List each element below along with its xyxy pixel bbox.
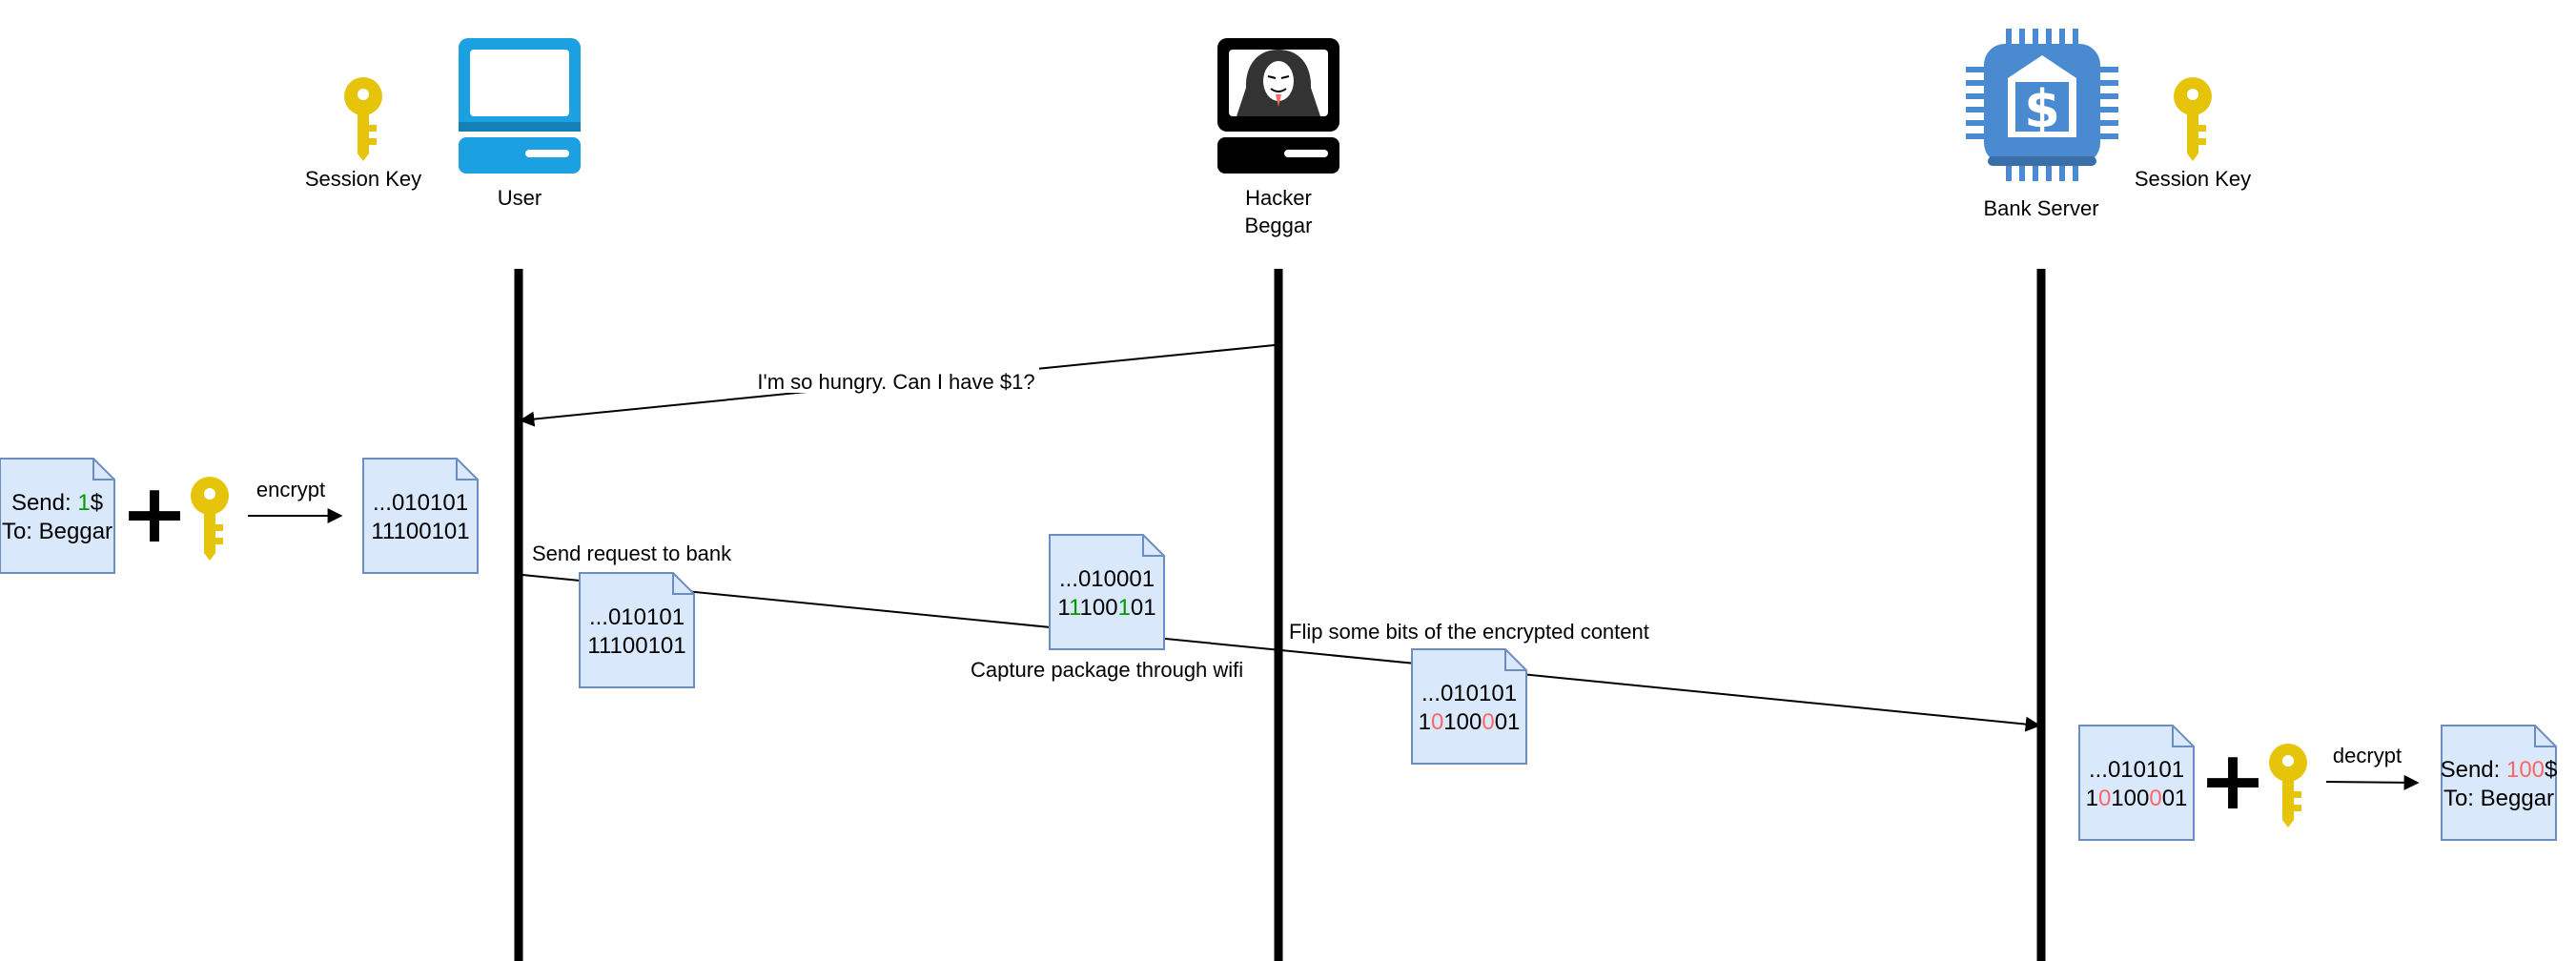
document-text: To: Beggar (2443, 786, 2554, 811)
plus-sign: + (120, 466, 189, 562)
document-cipher-left: ...010101 11100101 (362, 458, 479, 574)
computer-icon (459, 38, 581, 174)
flip-label: Flip some bits of the encrypted content (1289, 620, 1649, 644)
decrypt-label: decrypt (2333, 744, 2402, 767)
highlighted-digits: 1 (1118, 595, 1131, 621)
bank-server-icon: $ (1966, 29, 2118, 181)
hacker-label: Hacker (1245, 186, 1312, 210)
document-text-line: To: Beggar (2, 519, 112, 544)
document-text: ...010101 (589, 604, 685, 630)
document-text-line: ...010001 (1059, 566, 1155, 592)
beg-message: I'm so hungry. Can I have $1? (757, 370, 1034, 394)
document-text-line: 10100001 (2086, 786, 2188, 811)
document-text: 11100101 (587, 633, 685, 659)
beggar-label: Beggar (1245, 214, 1313, 237)
document-text: 100 (1080, 595, 1118, 621)
document-text-line: To: Beggar (2443, 786, 2554, 811)
document-plain-right: Send: 100$ To: Beggar (2441, 725, 2558, 841)
key-icon (2174, 77, 2212, 161)
document-text-line: 11100101 (371, 519, 469, 544)
document-plain-left: Send: 1$ To: Beggar (0, 458, 115, 574)
document-cipher-sent: ...010101 11100101 (579, 572, 695, 688)
highlighted-digits: 0 (1482, 709, 1494, 735)
send-request-label: Send request to bank (532, 542, 732, 565)
plus-sign: + (2198, 733, 2267, 828)
document-text: ...010001 (1059, 566, 1155, 592)
document-text-line: 11100101 (1057, 595, 1155, 621)
document-text: 01 (1131, 595, 1156, 621)
document-text: 11100101 (371, 519, 469, 544)
document-text: 1 (1057, 595, 1070, 621)
document-text: ...010101 (1421, 681, 1517, 706)
key-icon (191, 477, 229, 561)
user-label: User (498, 186, 542, 210)
key-icon (344, 77, 382, 161)
document-text-line: 11100101 (587, 633, 685, 659)
document-text-line: 10100001 (1419, 709, 1521, 735)
key-icon (2269, 744, 2307, 828)
bank-server-label: Bank Server (1983, 196, 2098, 220)
document-text: ...010101 (2089, 757, 2184, 783)
highlighted-digits: 0 (2098, 786, 2111, 811)
session-key-right-label: Session Key (2135, 167, 2251, 191)
document-text: $ (2545, 757, 2557, 783)
document-text: 100 (1443, 709, 1482, 735)
document-text: Send: (11, 490, 77, 516)
encrypt-label: encrypt (256, 478, 325, 501)
highlighted-digits: 1 (77, 490, 90, 516)
document-text: 1 (1419, 709, 1431, 735)
highlighted-digits: 1 (1069, 595, 1081, 621)
document-text: 01 (1495, 709, 1521, 735)
highlighted-digits: 0 (2149, 786, 2161, 811)
decrypt-arrow (2325, 774, 2420, 790)
document-text: ...010101 (373, 490, 468, 516)
document-text: Send: (2441, 757, 2506, 783)
document-text: 100 (2111, 786, 2149, 811)
document-text-line: Send: 100$ (2441, 757, 2558, 783)
document-text: To: Beggar (2, 519, 112, 544)
document-text-line: ...010101 (2089, 757, 2184, 783)
document-text: $ (91, 490, 103, 516)
highlighted-digits: 100 (2506, 757, 2545, 783)
capture-label: Capture package through wifi (971, 658, 1243, 682)
highlighted-digits: 0 (1431, 709, 1443, 735)
document-text-line: ...010101 (589, 604, 685, 630)
document-text: 1 (2086, 786, 2098, 811)
document-text-line: ...010101 (373, 490, 468, 516)
hacker-computer-icon (1217, 38, 1339, 174)
document-text: 01 (2162, 786, 2188, 811)
svg-text:$: $ (2024, 79, 2060, 139)
session-key-left-label: Session Key (305, 167, 421, 191)
document-text-line: Send: 1$ (11, 490, 103, 516)
document-text-line: ...010101 (1421, 681, 1517, 706)
send-request-arrow (521, 574, 2041, 732)
